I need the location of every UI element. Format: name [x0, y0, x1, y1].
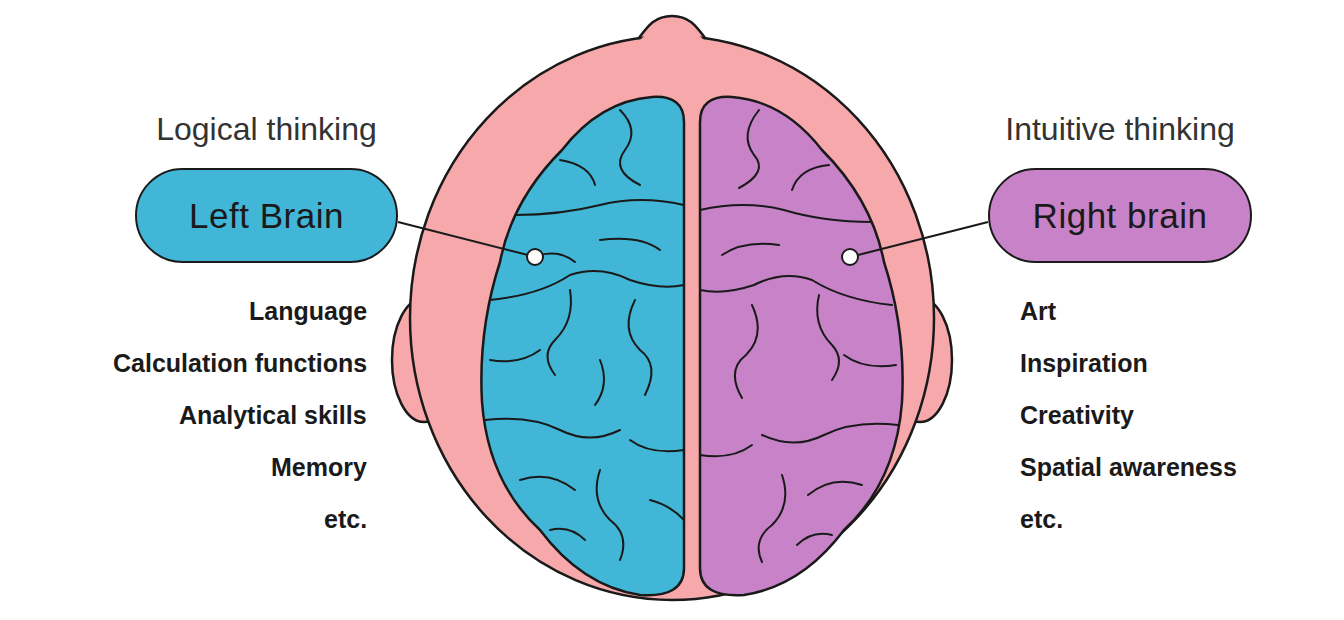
function-item: Language [249, 297, 367, 326]
head-bump-fill [640, 26, 704, 40]
function-item: Creativity [1020, 401, 1134, 430]
thinking-heading: Logical thinking [97, 111, 436, 148]
leader-lines [398, 222, 988, 255]
function-item: Calculation functions [113, 349, 367, 378]
hemisphere-label-pill: Intuitive thinkingRight brain [988, 168, 1252, 263]
function-item: Analytical skills [179, 401, 367, 430]
hemisphere-label-pill: Logical thinkingLeft Brain [135, 168, 398, 263]
pill-title: Left Brain [189, 196, 344, 236]
function-item: Spatial awareness [1020, 453, 1237, 482]
function-item: etc. [1020, 505, 1063, 534]
function-item: Memory [271, 453, 367, 482]
head-outline [410, 36, 934, 600]
function-item: Art [1020, 297, 1056, 326]
left-hemisphere [481, 97, 684, 595]
right-marker-dot [842, 249, 858, 265]
function-item: Inspiration [1020, 349, 1148, 378]
function-item: etc. [324, 505, 367, 534]
thinking-heading: Intuitive thinking [950, 111, 1290, 148]
left-marker-dot [527, 249, 543, 265]
pill-title: Right brain [1033, 196, 1208, 236]
right-hemisphere [700, 97, 903, 595]
